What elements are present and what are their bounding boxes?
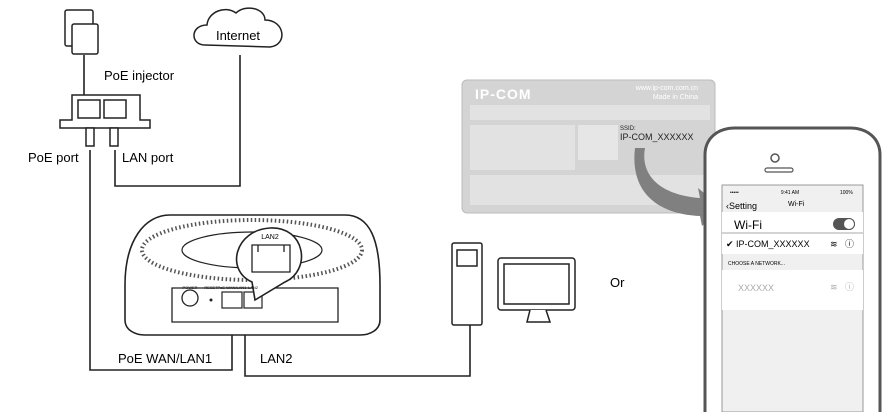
lan2-port-label: LAN2 — [248, 285, 259, 290]
poe-wan-lan1-label: PoE WAN/LAN1 — [118, 351, 212, 366]
website-label: www.ip-com.com.cn — [635, 85, 698, 92]
other-network[interactable]: XXXXXX — [738, 283, 774, 293]
status-time: 9:41 AM — [781, 190, 799, 196]
wan-port-label: PoE WAN/LAN1 — [218, 285, 248, 290]
lan2-label: LAN2 — [260, 351, 293, 366]
wifi-signal-icon: ≋ — [830, 239, 838, 249]
screen-title: Wi-Fi — [788, 201, 805, 208]
lan-port-label: LAN port — [122, 150, 174, 165]
curved-arrow-icon — [634, 148, 722, 226]
lan2-cable — [244, 325, 471, 377]
info-icon-2[interactable]: ⓘ — [845, 282, 854, 292]
internet-cable — [114, 55, 241, 187]
ssid-caption: SSID: — [620, 126, 636, 132]
reset-label: RESET — [204, 285, 218, 290]
internet-label: Internet — [216, 28, 260, 43]
connected-network[interactable]: ✔ IP-COM_XXXXXX — [726, 239, 810, 249]
status-battery: 100% — [840, 190, 853, 196]
choose-network-label: CHOOSE A NETWORK... — [728, 261, 785, 267]
poe-injector-icon — [59, 94, 151, 147]
internet-cloud-icon — [193, 7, 283, 48]
computer-icon — [451, 242, 576, 326]
power-adapter-icon — [64, 9, 99, 55]
lan2-callout — [235, 227, 303, 302]
wifi-signal-icon-2: ≋ — [830, 282, 838, 292]
poe-cable — [89, 150, 233, 371]
poe-wan-lan1-port — [221, 291, 243, 309]
smartphone-icon — [703, 126, 882, 412]
poe-injector-label: PoE injector — [104, 68, 175, 83]
power-port-label: POWER — [182, 285, 197, 290]
ssid-value: IP-COM_XXXXXX — [620, 132, 694, 142]
brand-logo: IP-COM — [475, 86, 532, 102]
or-label: Or — [610, 275, 625, 290]
callout-lan2-label: LAN2 — [261, 234, 279, 241]
status-signal: ••••• — [730, 190, 739, 196]
wifi-toggle-label: Wi-Fi — [734, 218, 762, 232]
cables — [83, 55, 471, 377]
made-in-label: Made in China — [653, 94, 698, 101]
wifi-toggle[interactable] — [833, 218, 855, 230]
back-button[interactable]: ‹Setting — [726, 201, 757, 211]
info-icon[interactable]: ⓘ — [845, 239, 854, 249]
poe-port-label: PoE port — [28, 150, 79, 165]
